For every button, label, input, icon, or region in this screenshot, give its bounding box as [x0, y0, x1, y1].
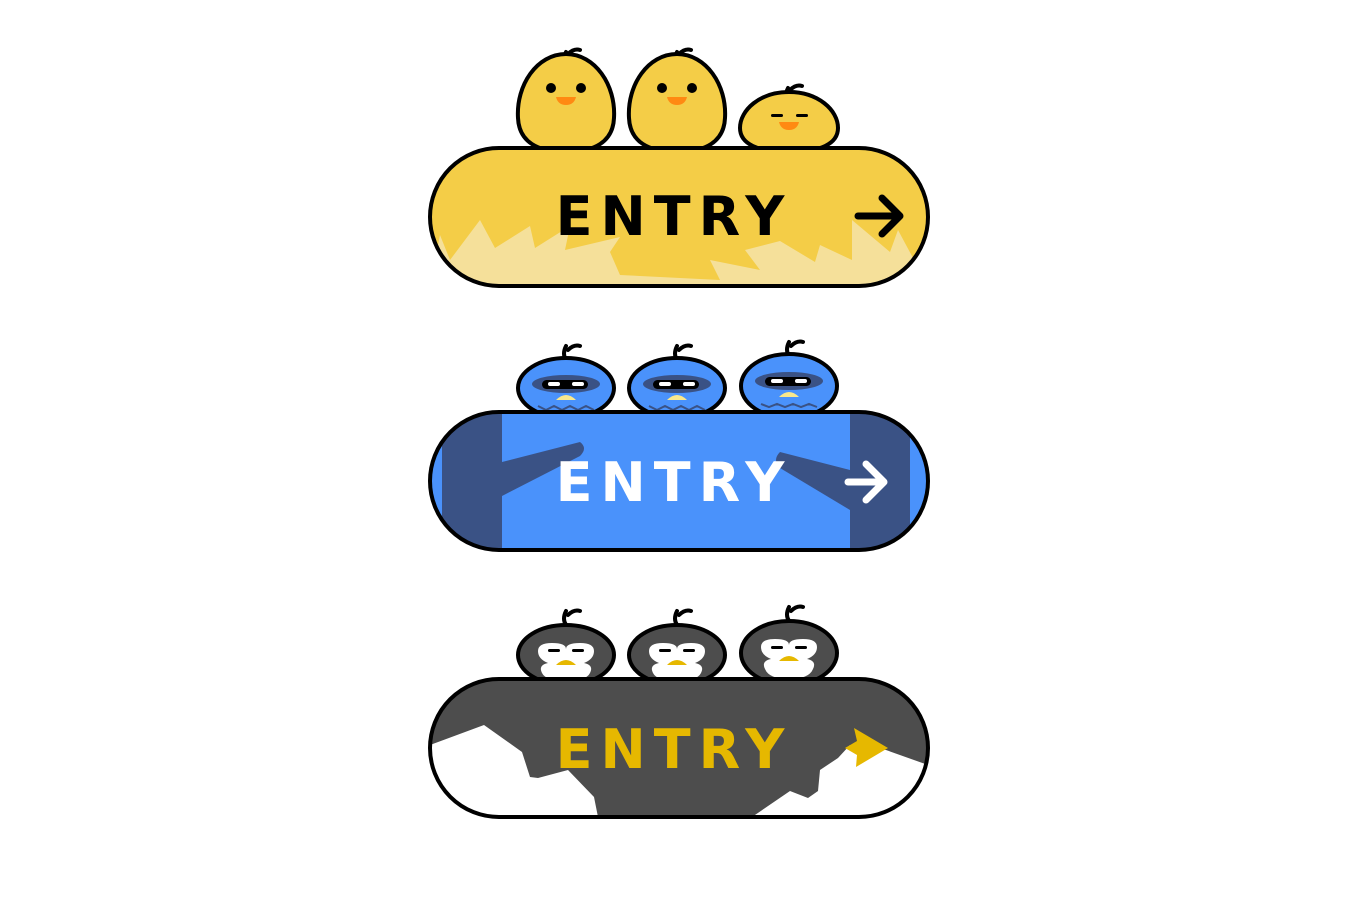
chick-icon — [626, 47, 728, 155]
arrow-right-icon — [844, 460, 888, 504]
entry-button-bluebird[interactable]: ENTRY — [420, 330, 940, 560]
penguin-icon — [627, 608, 727, 687]
arrow-right-icon — [854, 194, 904, 238]
penguin-icon — [516, 608, 616, 687]
entry-label: ENTRY — [556, 185, 793, 248]
bluebird-icon — [627, 343, 727, 420]
chick-sleepy-icon — [737, 83, 841, 155]
entry-button-chick[interactable]: ENTRY — [420, 30, 940, 300]
penguin-icon — [739, 604, 839, 687]
entry-label: ENTRY — [556, 451, 793, 514]
bluebird-icon — [739, 339, 839, 420]
entry-label: ENTRY — [556, 718, 793, 781]
entry-button-penguin[interactable]: ENTRY — [420, 595, 940, 830]
chick-icon — [515, 47, 617, 155]
arrow-right-icon — [845, 728, 888, 767]
bluebird-icon — [516, 343, 616, 420]
